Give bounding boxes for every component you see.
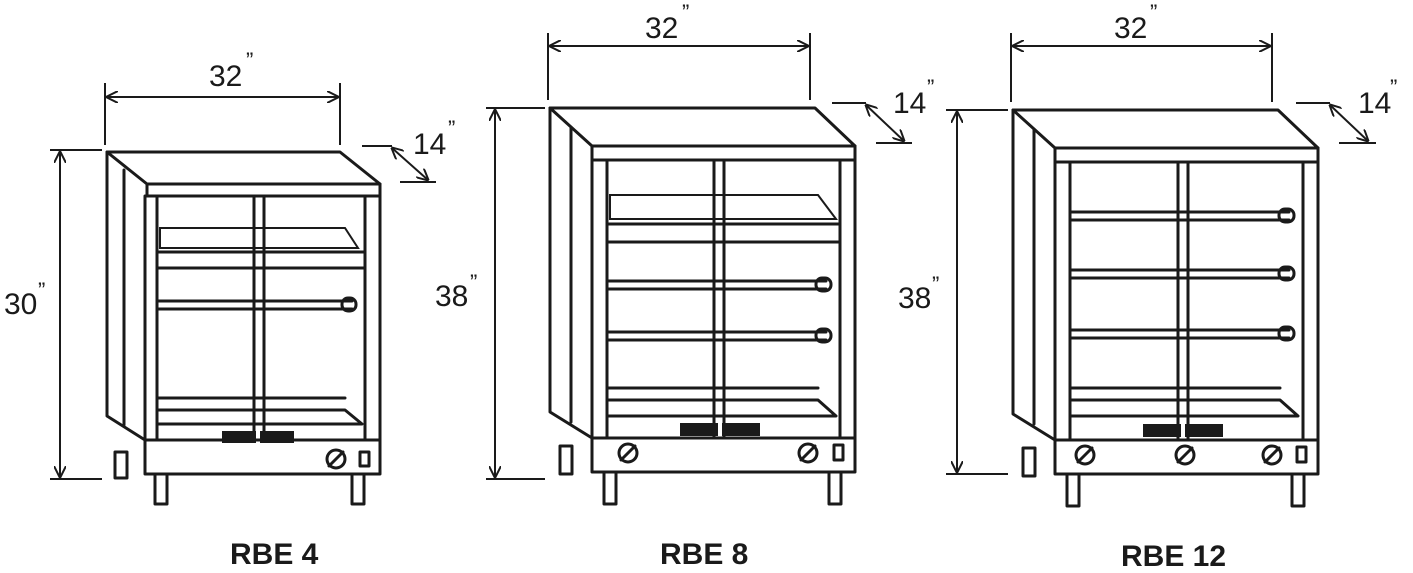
model-label: RBE 12: [1121, 540, 1226, 573]
height-label: 38: [898, 282, 931, 315]
depth-dimension: 14 ”: [362, 116, 455, 183]
width-dimension: 32 ”: [104, 48, 341, 145]
height-label: 30: [4, 288, 37, 321]
width-label: 32: [645, 12, 678, 45]
height-label: 38: [435, 280, 468, 313]
inch-mark: ”: [927, 75, 934, 100]
width-label: 32: [1114, 12, 1147, 45]
inch-mark: ”: [246, 48, 253, 73]
inch-mark: ”: [470, 270, 477, 295]
depth-dimension: 14 ”: [832, 75, 934, 144]
depth-label: 14: [893, 87, 926, 120]
model-label: RBE 8: [660, 538, 748, 571]
width-dimension: 32 ”: [547, 0, 811, 100]
inch-mark: ”: [38, 278, 45, 303]
height-dimension: 38 ”: [435, 107, 545, 480]
cabinet-drawing: [1011, 108, 1320, 508]
cabinet-drawing: [105, 150, 382, 506]
unit-rbe12: 32 ” 38 ” 14 ” RBE 12: [898, 0, 1397, 573]
unit-rbe4: 32 ” 30 ” 14 ” RBE 4: [4, 48, 455, 571]
model-label: RBE 4: [230, 538, 319, 571]
unit-rbe8: 32 ” 38 ” 14 ” RBE 8: [435, 0, 934, 571]
inch-mark: ”: [682, 0, 689, 25]
depth-dimension: 14 ”: [1296, 75, 1397, 144]
width-dimension: 32 ”: [1010, 0, 1273, 102]
inch-mark: ”: [1150, 0, 1157, 25]
height-dimension: 30 ”: [4, 149, 102, 480]
width-label: 32: [209, 60, 242, 93]
depth-label: 14: [1358, 87, 1391, 120]
cabinet-drawing: [548, 106, 857, 506]
inch-mark: ”: [932, 272, 939, 297]
inch-mark: ”: [1390, 75, 1397, 100]
inch-mark: ”: [448, 116, 455, 141]
depth-label: 14: [413, 128, 446, 161]
height-dimension: 38 ”: [898, 109, 1008, 475]
